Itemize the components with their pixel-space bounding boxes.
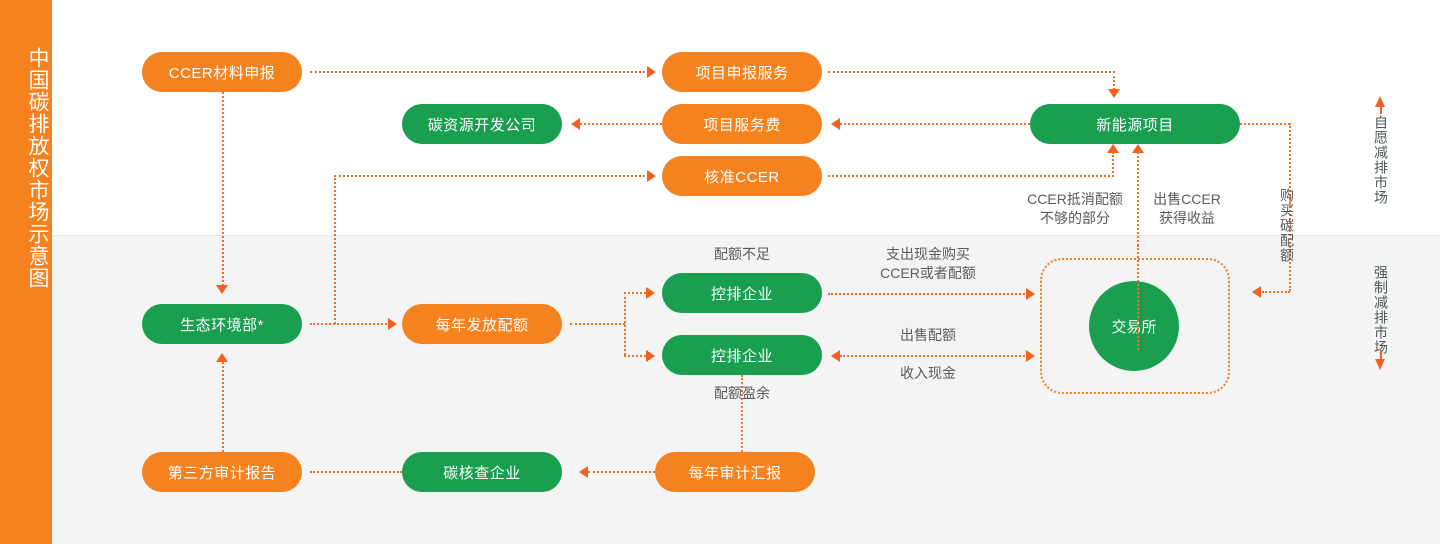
node-annual-audit-report[interactable]: 每年审计汇报 bbox=[655, 452, 815, 492]
node-label: 每年审计汇报 bbox=[688, 464, 782, 482]
edge-new-energy-buy-quota-v bbox=[1289, 123, 1291, 291]
node-label: 项目申报服务 bbox=[695, 64, 789, 82]
label-spend-cash-buy: 支出现金购买 CCER或者配额 bbox=[880, 246, 976, 281]
edge-controlled2-exchange bbox=[840, 355, 1025, 357]
edge-approved-ccer-to-new-energy-h bbox=[828, 175, 1114, 177]
arrow-down-icon bbox=[216, 285, 228, 294]
edge-quota-route-vertical bbox=[334, 175, 336, 324]
node-label: 碳资源开发公司 bbox=[427, 116, 537, 134]
node-label: 新能源项目 bbox=[1096, 116, 1174, 134]
arrow-up-icon bbox=[216, 353, 228, 362]
edge-verification-to-third-party bbox=[310, 471, 402, 473]
label-voluntary-market: 自愿减排市场 bbox=[1373, 115, 1389, 205]
page-title: 中国碳排放权市场示意图 bbox=[26, 47, 49, 289]
edge-controlled2-to-audit-report bbox=[741, 375, 743, 452]
node-label: CCER材料申报 bbox=[168, 64, 276, 82]
node-carbon-verification-company[interactable]: 碳核查企业 bbox=[402, 452, 562, 492]
edge-annual-quota-split-v bbox=[624, 292, 626, 355]
arrow-right-icon bbox=[647, 170, 656, 182]
node-label: 项目服务费 bbox=[703, 116, 781, 134]
node-label: 控排企业 bbox=[710, 347, 773, 365]
edge-to-controlled-2 bbox=[624, 355, 646, 357]
node-label: 碳核查企业 bbox=[443, 464, 521, 482]
label-cash-income: 收入现金 bbox=[900, 365, 956, 381]
edge-new-energy-buy-quota-h1 bbox=[1240, 123, 1290, 125]
node-project-apply-service[interactable]: 项目申报服务 bbox=[662, 52, 822, 92]
edge-new-energy-to-service-fee bbox=[840, 123, 1030, 125]
edge-exchange-to-new-energy-v bbox=[1137, 245, 1139, 350]
node-third-party-audit-report[interactable]: 第三方审计报告 bbox=[142, 452, 302, 492]
label-quota-surplus: 配额盈余 bbox=[714, 385, 770, 401]
node-label: 生态环境部* bbox=[180, 316, 264, 334]
edge-new-energy-buy-quota-h2 bbox=[1262, 291, 1290, 293]
arrow-up-icon bbox=[1107, 144, 1119, 153]
arrow-left-icon bbox=[571, 118, 580, 130]
node-label: 第三方审计报告 bbox=[167, 464, 277, 482]
node-new-energy-project[interactable]: 新能源项目 bbox=[1030, 104, 1240, 144]
edge-ministry-to-annual-quota bbox=[310, 323, 387, 325]
exchange-boundary-box bbox=[1040, 258, 1230, 394]
label-sell-quota: 出售配额 bbox=[900, 327, 956, 343]
edge-third-party-to-ministry bbox=[222, 362, 224, 452]
edge-quota-route-to-approved-ccer-h bbox=[334, 175, 645, 177]
market-down-stem bbox=[1380, 350, 1382, 360]
edge-to-controlled-1 bbox=[624, 292, 646, 294]
arrow-right-icon bbox=[1026, 288, 1035, 300]
node-ccer-material[interactable]: CCER材料申报 bbox=[142, 52, 302, 92]
edge-apply-service-to-new-energy-h bbox=[828, 71, 1115, 73]
edge-apply-service-to-new-energy-v bbox=[1113, 71, 1115, 90]
edge-ccer-to-apply-service bbox=[310, 71, 645, 73]
node-carbon-dev-company[interactable]: 碳资源开发公司 bbox=[402, 104, 562, 144]
edge-service-fee-to-dev-company bbox=[580, 123, 662, 125]
arrow-down-icon bbox=[1108, 89, 1120, 98]
node-controlled-enterprise-1[interactable]: 控排企业 bbox=[662, 273, 822, 313]
node-label: 核准CCER bbox=[704, 168, 780, 186]
node-label: 交易所 bbox=[1111, 318, 1157, 336]
arrow-right-icon bbox=[646, 350, 655, 362]
edge-ccer-to-ministry bbox=[222, 92, 224, 286]
arrow-right-icon bbox=[1026, 350, 1035, 362]
arrow-left-icon bbox=[831, 118, 840, 130]
arrow-left-icon bbox=[831, 350, 840, 362]
node-exchange[interactable]: 交易所 bbox=[1089, 281, 1179, 371]
label-ccer-offset: CCER抵消配额 不够的部分 bbox=[1027, 191, 1123, 226]
title-sidebar: 中国碳排放权市场示意图 bbox=[0, 0, 52, 544]
node-controlled-enterprise-2[interactable]: 控排企业 bbox=[662, 335, 822, 375]
edge-annual-quota-split-h bbox=[570, 323, 625, 325]
node-project-service-fee[interactable]: 项目服务费 bbox=[662, 104, 822, 144]
arrow-left-icon bbox=[1252, 286, 1261, 298]
edge-audit-report-to-verification bbox=[588, 471, 655, 473]
arrow-right-icon bbox=[646, 287, 655, 299]
arrow-left-icon bbox=[579, 466, 588, 478]
arrow-up-icon bbox=[1375, 96, 1385, 107]
label-buy-carbon-quota: 购买碳配额 bbox=[1279, 188, 1295, 263]
node-label: 控排企业 bbox=[710, 285, 773, 303]
arrow-down-icon bbox=[1375, 359, 1385, 370]
market-up-stem bbox=[1380, 104, 1382, 114]
label-mandatory-market: 强制减排市场 bbox=[1373, 265, 1389, 355]
node-approved-ccer[interactable]: 核准CCER bbox=[662, 156, 822, 196]
edge-approved-ccer-to-new-energy-v bbox=[1112, 152, 1114, 177]
node-ministry[interactable]: 生态环境部* bbox=[142, 304, 302, 344]
edge-exchange-to-new-energy-v2 bbox=[1137, 152, 1139, 250]
node-label: 每年发放配额 bbox=[435, 316, 529, 334]
edge-controlled1-to-exchange bbox=[828, 293, 1025, 295]
label-quota-shortage: 配额不足 bbox=[714, 246, 770, 262]
arrow-up-icon bbox=[1132, 144, 1144, 153]
label-sell-ccer-income: 出售CCER 获得收益 bbox=[1153, 191, 1221, 226]
node-annual-quota[interactable]: 每年发放配额 bbox=[402, 304, 562, 344]
arrow-right-icon bbox=[647, 66, 656, 78]
arrow-right-icon bbox=[388, 318, 397, 330]
